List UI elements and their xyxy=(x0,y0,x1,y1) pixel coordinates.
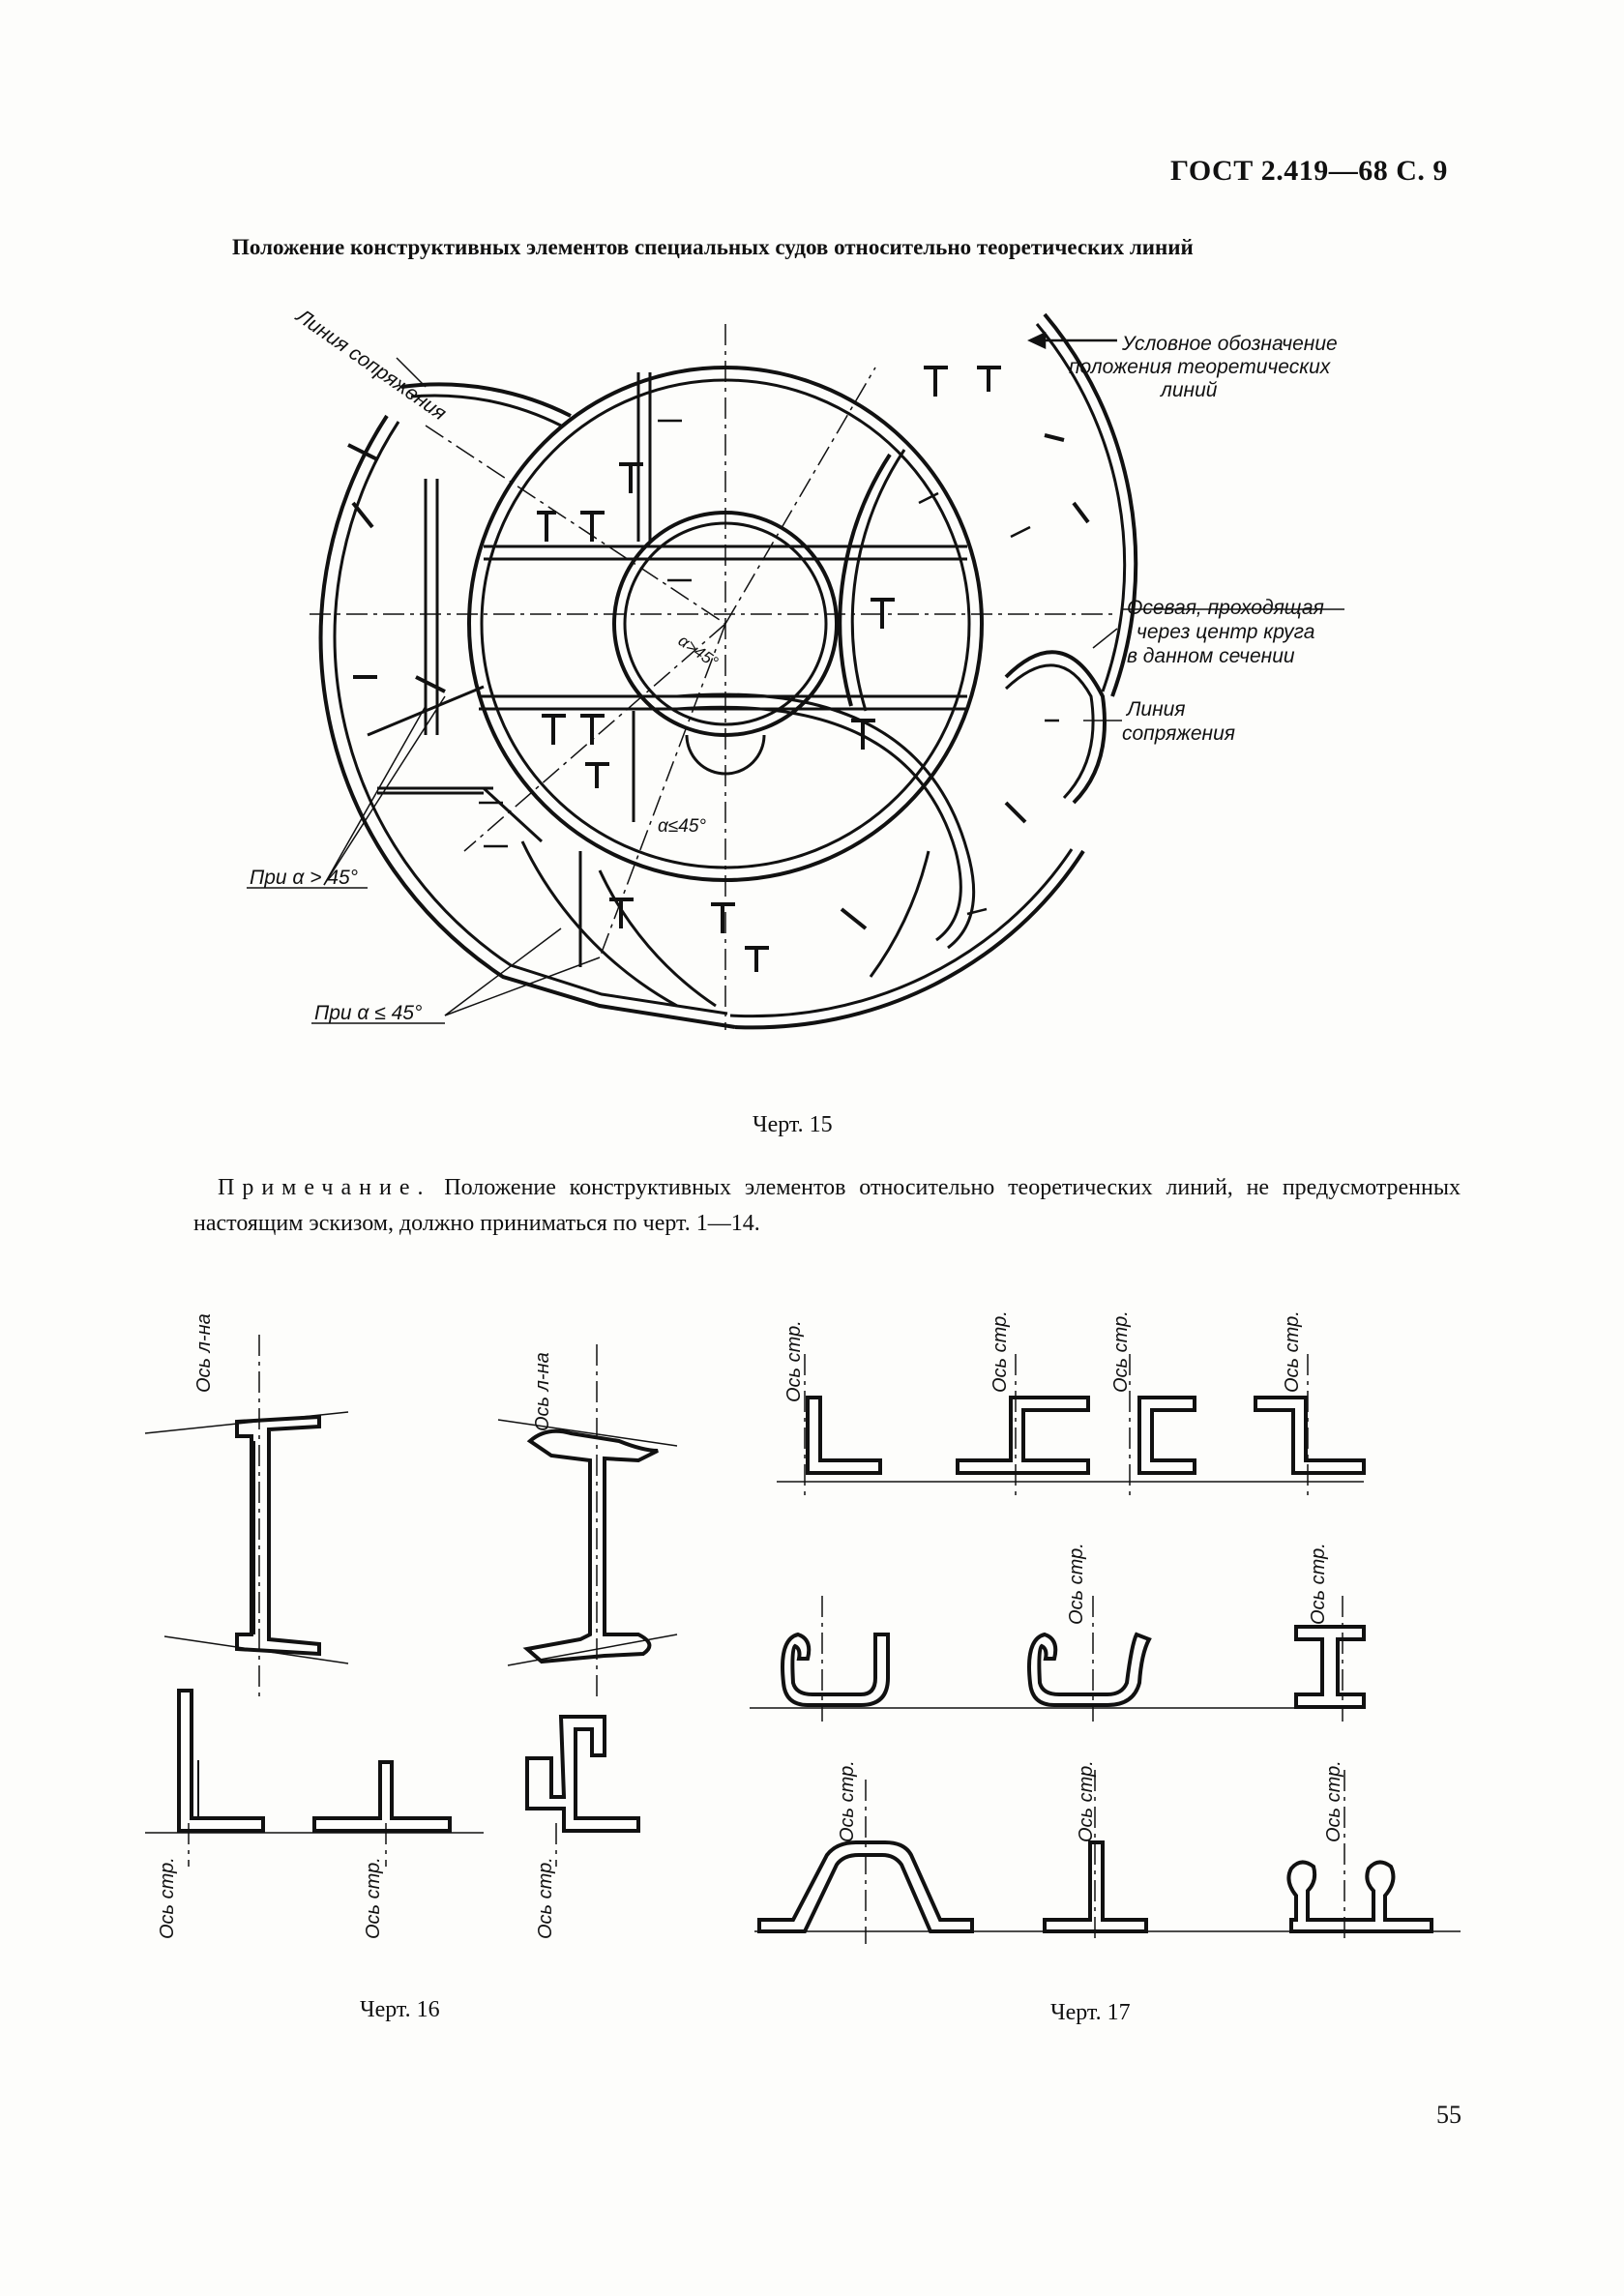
axis-label-str-16a: Ось стр. xyxy=(157,1857,178,1939)
label-axial-line3: в данном сечении xyxy=(1127,645,1295,667)
axis-label-str-17e: Ось стр. xyxy=(1066,1543,1087,1625)
label-angle-le: α≤45° xyxy=(658,816,706,837)
label-conditional-line2: положения теоретических xyxy=(1069,356,1332,378)
label-conj-right-line2: сопряжения xyxy=(1122,722,1235,745)
axis-label-str-17c: Ось стр. xyxy=(1110,1310,1132,1393)
figure-title: Положение конструктивных элементов специ… xyxy=(232,235,1194,259)
axis-label-str-17a: Ось стр. xyxy=(783,1320,805,1402)
axis-label-str-17f: Ось стр. xyxy=(1308,1543,1329,1625)
label-angle-gt: α>45° xyxy=(675,632,722,672)
figure-15-caption: Черт. 15 xyxy=(753,1112,833,1137)
label-alpha-le: При α ≤ 45° xyxy=(314,1002,422,1024)
axis-label-str-17g: Ось стр. xyxy=(837,1760,858,1842)
label-conj-right-line1: Линия xyxy=(1125,698,1186,721)
axis-label-str-16b: Ось стр. xyxy=(363,1857,384,1939)
label-axial-line1: Осевая, проходящая xyxy=(1127,597,1324,619)
axis-label-str-17d: Ось стр. xyxy=(1282,1310,1303,1393)
axis-label-lna-1: Ось л-на xyxy=(193,1313,215,1393)
axis-label-str-16c: Ось стр. xyxy=(535,1857,556,1939)
axis-label-str-17b: Ось стр. xyxy=(989,1310,1011,1393)
label-conditional-line1: Условное обозначение xyxy=(1121,333,1338,355)
axis-label-str-17h: Ось стр. xyxy=(1076,1760,1097,1842)
label-conj-top: Линия сопряжения xyxy=(290,304,450,425)
axis-label-str-17i: Ось стр. xyxy=(1323,1760,1344,1842)
figure-15-drawing: Условное обозначение положения теоретиче… xyxy=(247,304,1344,1030)
label-axial-line2: через центр круга xyxy=(1137,621,1314,643)
figure-17-caption: Черт. 17 xyxy=(1050,2000,1131,2025)
note-text: Положение конструктивных элементов относ… xyxy=(193,1175,1461,1236)
figure-16-caption: Черт. 16 xyxy=(360,1997,440,2022)
page-number: 55 xyxy=(1436,2101,1462,2129)
note-paragraph: Примечание. Положение конструктивных эле… xyxy=(193,1170,1461,1242)
label-alpha-gt: При α > 45° xyxy=(250,867,358,889)
axis-label-lna-2: Ось л-на xyxy=(532,1352,553,1431)
label-conditional-line3: линий xyxy=(1160,379,1218,401)
document-header: ГОСТ 2.419—68 С. 9 xyxy=(1170,155,1448,187)
note-prefix: Примечание. xyxy=(218,1175,431,1200)
